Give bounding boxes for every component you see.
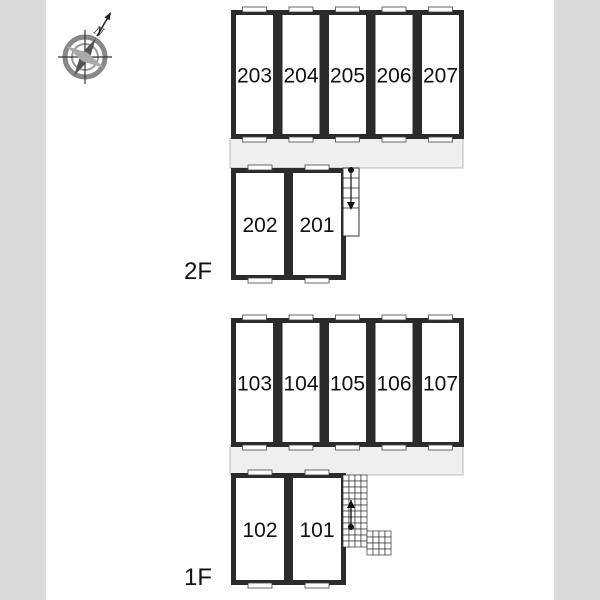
unit-104: 104 [277,314,325,451]
stair-2f [342,167,360,237]
unit-number: 205 [330,65,365,88]
unit-101: 101 [288,469,346,589]
unit-number: 106 [376,373,411,396]
floor-2f: 203 204 205 206 207 202 201 2F [184,6,464,285]
unit-number: 104 [283,373,318,396]
unit-102: 102 [231,469,289,589]
bottom-row-2f: 202 201 [231,164,346,284]
unit-number: 102 [242,519,277,542]
unit-204: 204 [277,6,325,143]
unit-202: 202 [231,164,289,284]
compass-icon: N [58,11,112,84]
floor-1f: 103 104 105 106 107 102 101 1F [184,314,464,591]
unit-107: 107 [417,314,464,451]
unit-201: 201 [288,164,346,284]
unit-number: 107 [423,373,458,396]
floor-label-1f: 1F [184,564,212,591]
top-row-1f: 103 104 105 106 107 [231,314,464,451]
stair-grid-1f [342,474,392,556]
unit-number: 202 [242,214,277,237]
unit-number: 101 [299,519,334,542]
top-row-2f: 203 204 205 206 207 [231,6,464,143]
unit-205: 205 [324,6,371,143]
unit-number: 207 [423,65,458,88]
floor-label-2f: 2F [184,258,212,285]
unit-number: 103 [237,373,272,396]
unit-number: 206 [376,65,411,88]
unit-105: 105 [324,314,371,451]
unit-number: 201 [299,214,334,237]
corridor-2f [229,137,464,169]
unit-206: 206 [370,6,418,143]
unit-106: 106 [370,314,418,451]
unit-207: 207 [417,6,464,143]
unit-number: 203 [237,65,272,88]
unit-number: 105 [330,373,365,396]
unit-number: 204 [283,65,318,88]
unit-103: 103 [231,314,278,451]
bottom-row-1f: 102 101 [231,469,346,589]
unit-203: 203 [231,6,278,143]
